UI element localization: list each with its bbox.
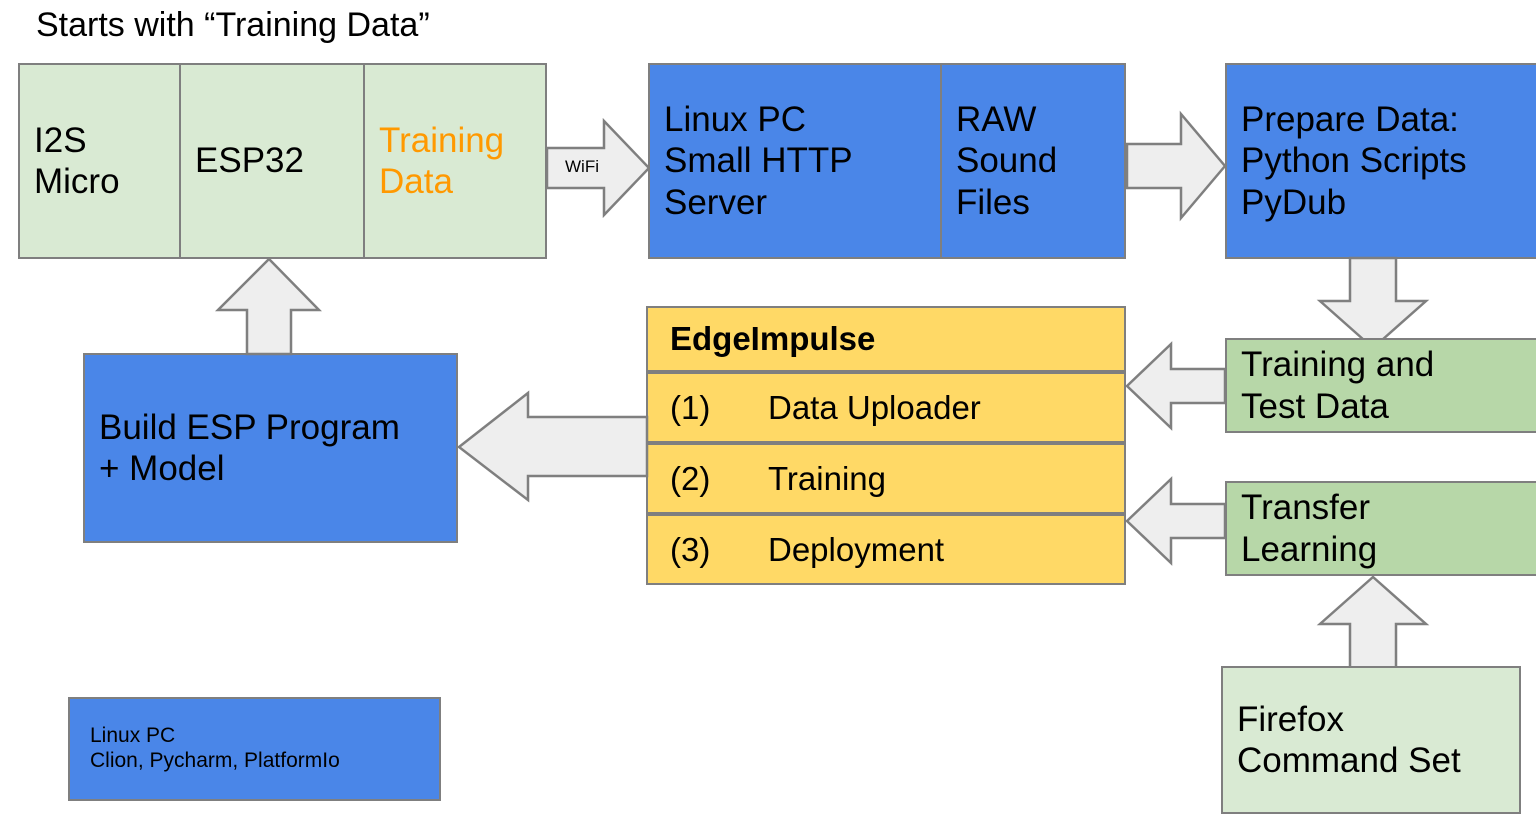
node-firefox-command-set[interactable]: Firefox Command Set — [1221, 666, 1521, 814]
node-training-and-test-data[interactable]: Training and Test Data — [1225, 338, 1536, 433]
node-prepare-data[interactable]: Prepare Data: Python Scripts PyDub — [1225, 63, 1536, 259]
node-firefox-line2: Command Set — [1237, 741, 1461, 780]
node-training-test-line1: Training and — [1241, 345, 1435, 385]
edgeimpulse-step-1[interactable]: (1) Data Uploader — [646, 372, 1126, 443]
arrow-raw-to-prepare — [1125, 110, 1227, 222]
edgeimpulse-step-1-label: Data Uploader — [768, 388, 981, 426]
node-training-data[interactable]: Training Data — [363, 63, 547, 259]
edgeimpulse-step-2-label: Training — [768, 459, 886, 497]
node-prepare-data-line1: Prepare Data: — [1241, 100, 1459, 140]
node-transfer-learning-line2: Learning — [1241, 529, 1378, 569]
edgeimpulse-step-1-num: (1) — [670, 388, 711, 426]
node-transfer-learning[interactable]: Transfer Learning — [1225, 481, 1536, 576]
node-i2s-micro[interactable]: I2S Micro — [18, 63, 181, 259]
edgeimpulse-step-2-num: (2) — [670, 459, 711, 497]
node-raw-sound-line3: Files — [956, 182, 1030, 222]
node-i2s-micro-line2: Micro — [34, 162, 120, 201]
node-transfer-learning-line1: Transfer — [1241, 488, 1371, 528]
node-prepare-data-line3: PyDub — [1241, 182, 1347, 222]
edgeimpulse-header: EdgeImpulse — [646, 306, 1126, 372]
arrow-training-to-edgeimpulse — [1125, 341, 1227, 431]
edgeimpulse-step-2[interactable]: (2) Training — [646, 443, 1126, 514]
edgeimpulse-step-3[interactable]: (3) Deployment — [646, 514, 1126, 585]
node-linux-http-server[interactable]: Linux PC Small HTTP Server — [648, 63, 942, 259]
arrow-prepare-to-training — [1316, 256, 1430, 350]
arrow-edgeimpulse-to-build — [456, 390, 649, 503]
edgeimpulse-header-label: EdgeImpulse — [670, 319, 876, 357]
node-linux-http-line1: Linux PC — [664, 100, 807, 140]
node-training-data-line1: Training — [379, 120, 505, 160]
node-esp32[interactable]: ESP32 — [179, 63, 365, 259]
arrow-wifi — [545, 117, 651, 219]
node-prepare-data-line2: Python Scripts — [1241, 141, 1467, 181]
node-dev-machine-line1: Linux PC — [90, 724, 176, 748]
node-dev-machine[interactable]: Linux PC Clion, Pycharm, PlatformIo — [68, 697, 441, 801]
edgeimpulse-step-3-label: Deployment — [768, 530, 945, 568]
node-i2s-micro-line1: I2S — [34, 120, 87, 160]
arrow-wifi-label: WiFi — [565, 157, 599, 176]
node-training-test-line2: Test Data — [1241, 386, 1389, 426]
node-firefox-line1: Firefox — [1237, 699, 1344, 739]
node-linux-http-line3: Server — [664, 182, 768, 222]
node-build-esp-line2: + Model — [99, 449, 225, 488]
arrow-transfer-to-edgeimpulse — [1125, 476, 1227, 566]
node-raw-sound-line2: Sound — [956, 141, 1058, 181]
arrow-build-to-esp32 — [214, 257, 322, 356]
node-raw-sound-line1: RAW — [956, 100, 1037, 140]
node-build-esp-program[interactable]: Build ESP Program + Model — [83, 353, 458, 543]
edgeimpulse-step-3-num: (3) — [670, 530, 711, 568]
page-title: Starts with “Training Data” — [36, 6, 430, 44]
arrow-firefox-to-transfer — [1316, 575, 1430, 671]
node-raw-sound-files[interactable]: RAW Sound Files — [940, 63, 1126, 259]
node-training-data-line2: Data — [379, 162, 453, 201]
node-dev-machine-line2: Clion, Pycharm, PlatformIo — [90, 749, 340, 772]
node-esp32-line1: ESP32 — [195, 141, 304, 181]
node-linux-http-line2: Small HTTP — [664, 141, 853, 181]
node-build-esp-line1: Build ESP Program — [99, 407, 400, 447]
